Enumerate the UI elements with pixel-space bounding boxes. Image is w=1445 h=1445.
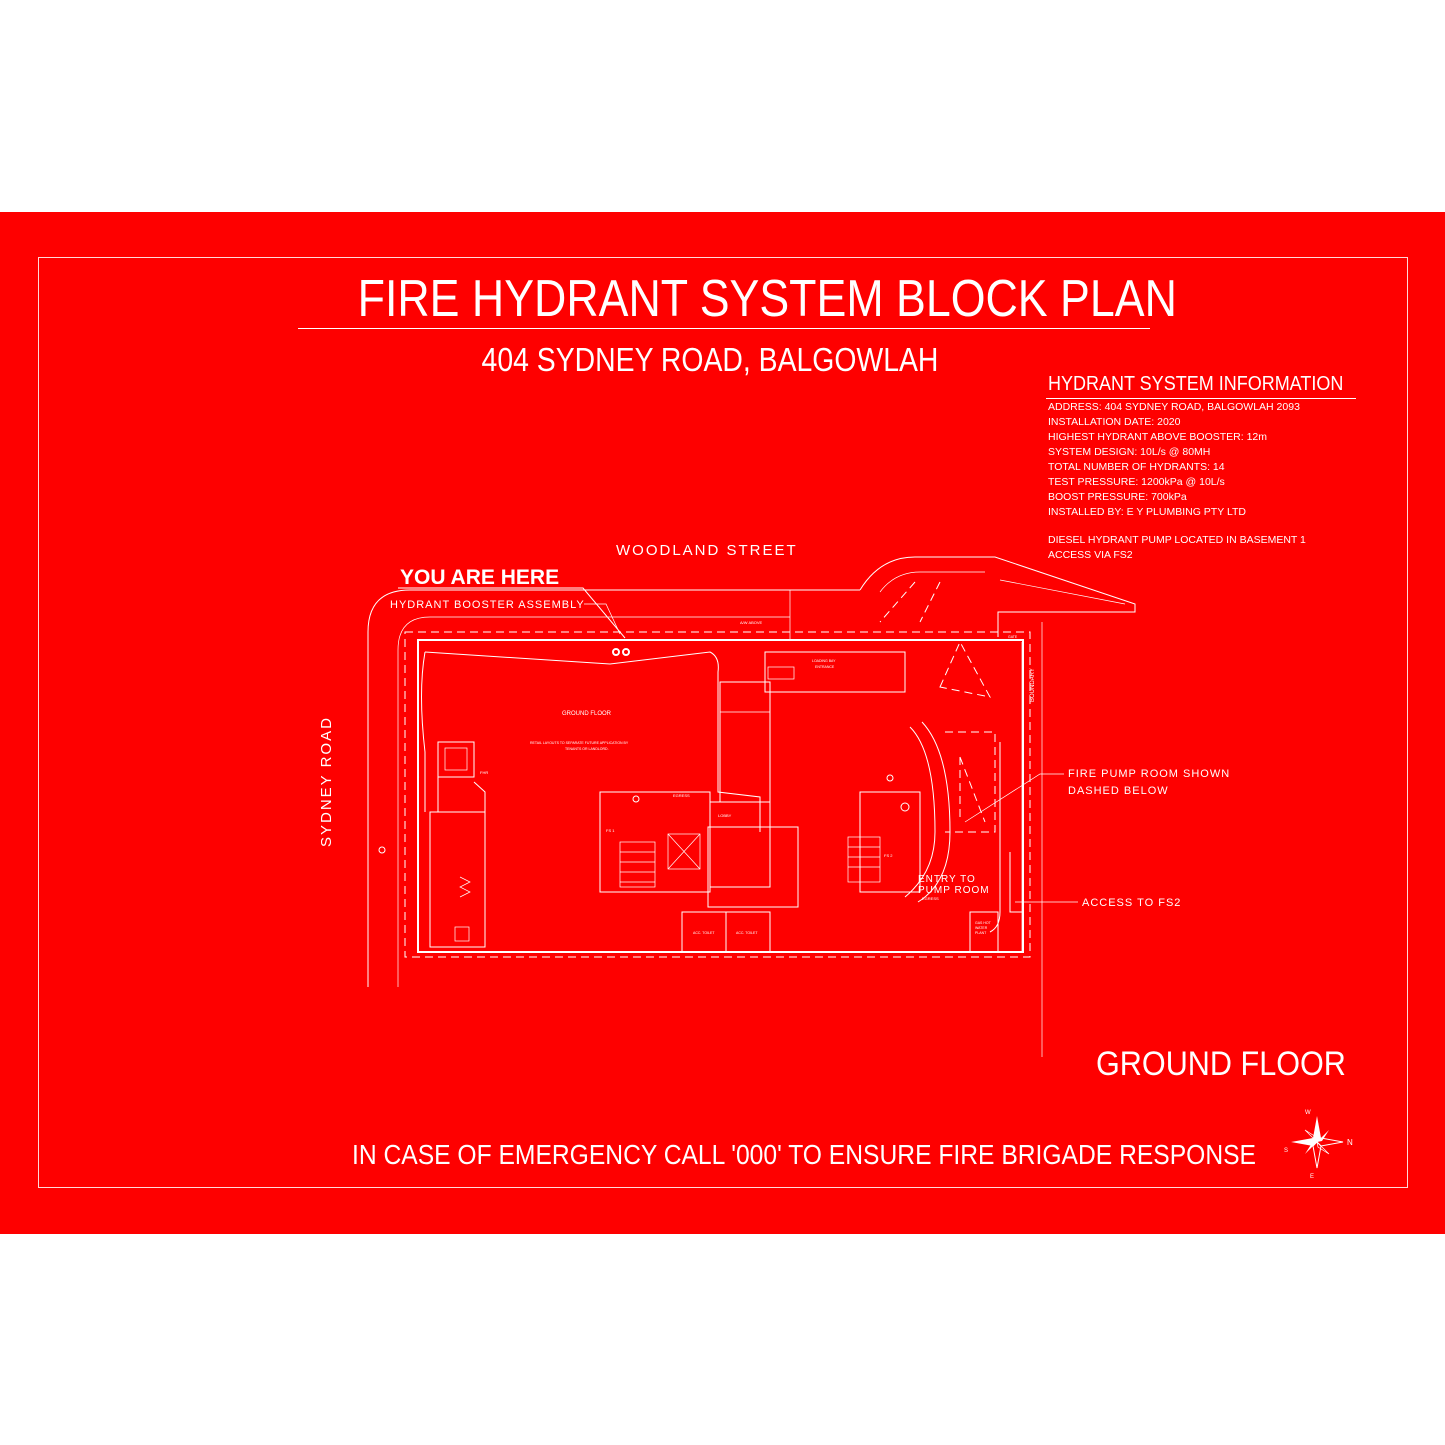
info-line: HIGHEST HYDRANT ABOVE BOOSTER: 12m xyxy=(1048,431,1267,443)
driveway-ramp-inner xyxy=(879,571,1126,605)
booster-label: HYDRANT BOOSTER ASSEMBLY xyxy=(390,599,585,611)
fs2-stair-steps xyxy=(848,846,880,868)
info-heading-underline xyxy=(1046,398,1356,399)
pump-note-line: DIESEL HYDRANT PUMP LOCATED IN BASEMENT … xyxy=(1048,534,1306,546)
volume-meter xyxy=(767,666,795,680)
info-line: TEST PRESSURE: 1200kPa @ 10L/s xyxy=(1048,476,1225,488)
entry-label-2: PUMP ROOM xyxy=(918,885,990,896)
you-are-here-underline xyxy=(398,587,626,639)
gas-hot-label-1: GAS HOT xyxy=(975,921,992,925)
info-line: INSTALLATION DATE: 2020 xyxy=(1048,416,1181,428)
fs2-label: FS 2 xyxy=(884,853,893,858)
central-lift xyxy=(667,833,701,870)
west-stair xyxy=(437,777,486,813)
hydrant-icon xyxy=(632,795,640,803)
entry-label-1: ENTRY TO xyxy=(918,874,976,885)
info-line: BOOST PRESSURE: 700kPa xyxy=(1048,491,1187,503)
compass-n: N xyxy=(1347,1138,1353,1147)
sign-title: FIRE HYDRANT SYSTEM BLOCK PLAN xyxy=(357,270,1177,328)
lobby-label: LOBBY xyxy=(718,813,732,818)
west-service-box xyxy=(454,926,470,942)
emergency-notice: IN CASE OF EMERGENCY CALL '000' TO ENSUR… xyxy=(352,1139,1256,1170)
fhr-label: FHR xyxy=(480,770,488,775)
info-line: TOTAL NUMBER OF HYDRANTS: 14 xyxy=(1048,461,1225,473)
retail-note-1: RETAIL LAYOUTS TO SEPARATE FUTURE APPLIC… xyxy=(530,741,629,745)
entrance-label: ENTRANCE xyxy=(815,665,835,669)
retail-note-2: TENANTS OR LANDLORD. xyxy=(565,747,609,751)
site-dashed-outline xyxy=(404,631,1031,958)
egress2-label: EGRESS xyxy=(922,896,939,901)
pump-room-dashed xyxy=(945,731,996,833)
block-plan-sign: FIRE HYDRANT SYSTEM BLOCK PLAN 404 SYDNE… xyxy=(0,212,1445,1234)
street-label-woodland: WOODLAND STREET xyxy=(616,542,798,559)
fs2-stair xyxy=(847,836,881,883)
driveway-ramp xyxy=(859,556,1136,637)
fs1-label: FS 1 xyxy=(606,828,615,833)
loading-bay-label: LOADING BAY xyxy=(812,659,836,663)
street-label-sydney: SYDNEY ROAD xyxy=(318,716,335,847)
aw-above-label: A/W ABOVE xyxy=(740,620,763,625)
kerb-line xyxy=(367,589,860,987)
you-are-here-label: YOU ARE HERE xyxy=(400,566,559,589)
acc-toilet-1-label: ACC. TOILET xyxy=(693,931,715,935)
gas-hot-label-3: PLANT xyxy=(975,931,987,935)
compass-rose-icon xyxy=(1291,1116,1344,1169)
west-lift-inner xyxy=(444,747,468,771)
hydrant-icon xyxy=(378,846,386,854)
pump-location-note: DIESEL HYDRANT PUMP LOCATED IN BASEMENT … xyxy=(1048,533,1306,563)
west-services xyxy=(429,811,486,948)
west-services-zigzag xyxy=(459,876,471,898)
gate-label: GATE xyxy=(1008,635,1018,639)
fs2-core xyxy=(859,791,921,893)
west-lift-core xyxy=(437,741,475,778)
gas-hot-water-plant xyxy=(969,911,999,953)
compass-w: W xyxy=(1305,1110,1311,1116)
plant-room xyxy=(719,681,771,803)
floor-plan-drawing: WOODLAND STREET SYDNEY ROAD YOU ARE HERE… xyxy=(318,542,1353,1180)
compass-s: S xyxy=(1284,1148,1288,1154)
ground-floor-room-label: GROUND FLOOR xyxy=(562,711,612,717)
sign-border xyxy=(38,257,1408,1188)
hydrant-info-heading: HYDRANT SYSTEM INFORMATION xyxy=(1048,373,1344,395)
ramp-dashed xyxy=(879,581,941,623)
compass-e: E xyxy=(1310,1174,1314,1180)
retail-area xyxy=(424,651,761,832)
pump-room-triangle xyxy=(939,640,991,698)
hydrant-icon xyxy=(900,802,910,812)
info-line: INSTALLED BY: E Y PLUMBING PTY LTD xyxy=(1048,506,1247,518)
central-stair-steps xyxy=(620,851,655,883)
retail-west-wall xyxy=(421,651,426,812)
site-address: 404 SYDNEY ROAD, BALGOWLAH xyxy=(481,341,939,378)
info-line: ADDRESS: 404 SYDNEY ROAD, BALGOWLAH 2093 xyxy=(1048,401,1300,413)
booster-hydrant-icon xyxy=(622,648,630,656)
pump-note-line: ACCESS VIA FS2 xyxy=(1048,549,1133,561)
acc-toilet-2-label: ACC. TOILET xyxy=(736,931,758,935)
loading-dock xyxy=(764,651,906,693)
gas-hot-label-2: WATER xyxy=(975,926,988,930)
booster-hydrant-icon xyxy=(612,648,620,656)
pump-room-leader xyxy=(964,773,1064,823)
hydrant-info-list: ADDRESS: 404 SYDNEY ROAD, BALGOWLAH 2093… xyxy=(1048,400,1300,520)
south-core xyxy=(707,826,799,908)
pump-room-label-2: DASHED BELOW xyxy=(1068,785,1169,797)
boundary-label: BOUNDARY xyxy=(1030,668,1036,702)
egress-label: EGRESS xyxy=(673,793,690,798)
central-lift-x2 xyxy=(667,833,701,870)
kerb-line-inner xyxy=(397,616,790,987)
central-stair xyxy=(619,841,656,888)
floor-label: GROUND FLOOR xyxy=(1096,1045,1346,1083)
east-curve-wall xyxy=(904,726,936,898)
booster-leader xyxy=(584,603,621,635)
east-wall-ramp xyxy=(989,742,1022,933)
pump-room-label-1: FIRE PUMP ROOM SHOWN xyxy=(1068,768,1230,780)
hydrant-icon xyxy=(886,774,894,782)
access-fs2-label: ACCESS TO FS2 xyxy=(1082,897,1181,909)
title-underline xyxy=(298,328,1150,329)
info-line: SYSTEM DESIGN: 10L/s @ 80MH xyxy=(1048,446,1211,458)
